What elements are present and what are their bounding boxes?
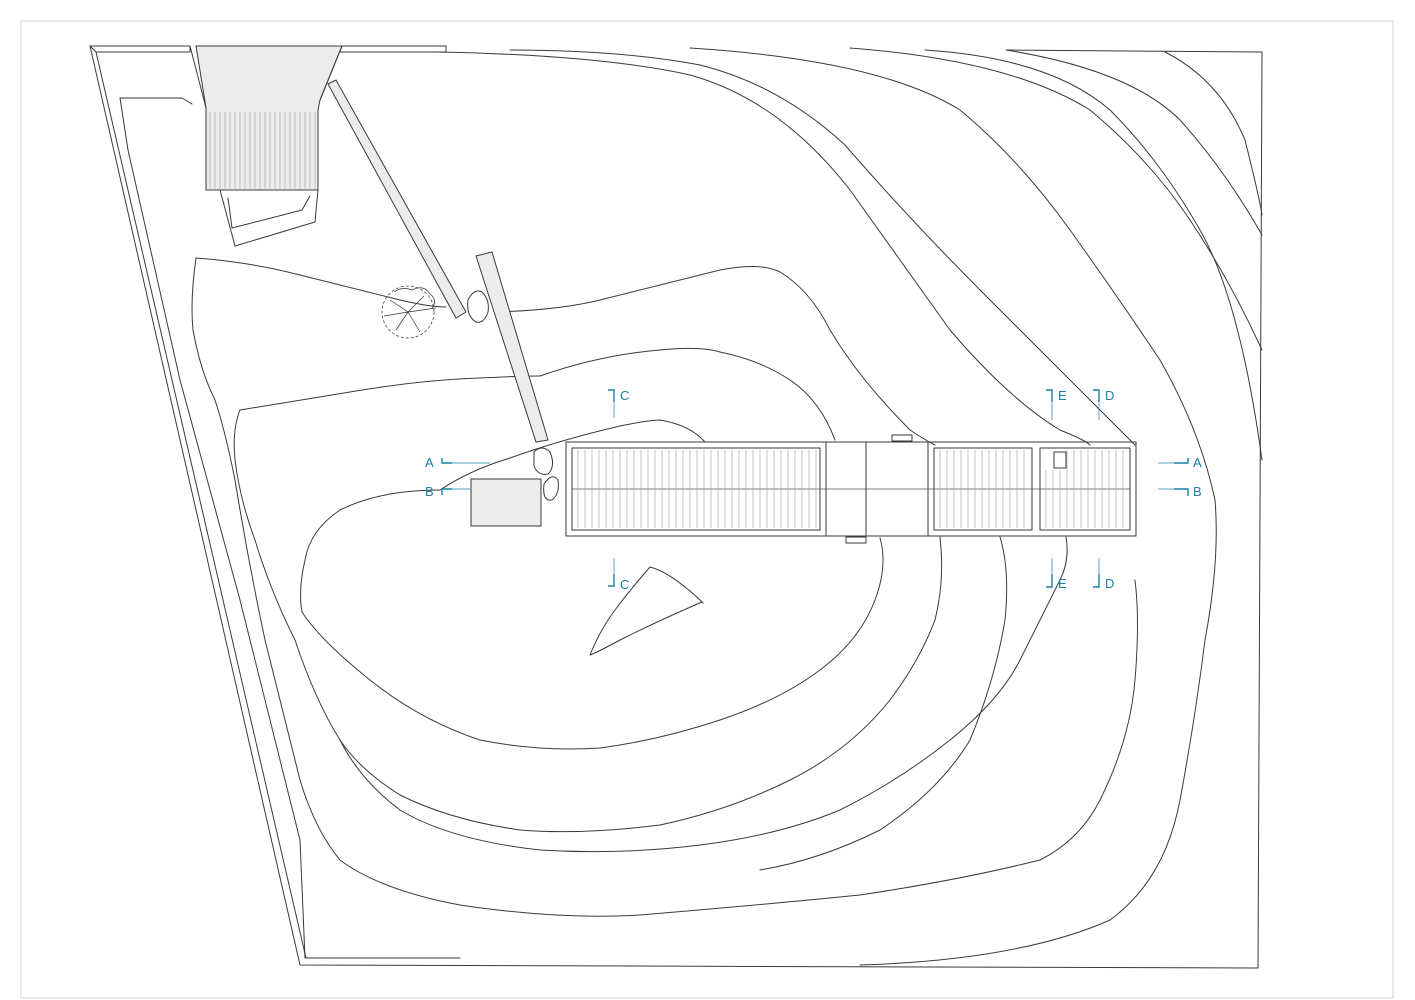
patio-block — [470, 478, 542, 527]
section-label-b-right: B — [1193, 484, 1202, 499]
section-label-e-top: E — [1058, 388, 1067, 403]
section-label-a-right: A — [1193, 455, 1202, 470]
retaining-walls — [327, 79, 549, 443]
section-marker-a-right: A — [1158, 455, 1202, 470]
stepping-stones — [467, 290, 559, 501]
section-marker-c-bottom: C — [608, 558, 629, 592]
house-roof-slats-east — [939, 450, 1124, 528]
house-roof-slats-west — [577, 450, 817, 528]
house-plan — [565, 434, 1137, 544]
contour-lines — [119, 47, 1263, 966]
sheet-border — [20, 20, 1394, 999]
section-label-c-top: C — [620, 388, 629, 403]
section-marker-a-left: A — [425, 455, 490, 470]
section-marker-b-left: B — [425, 484, 470, 499]
section-label-d-top: D — [1105, 388, 1114, 403]
section-marker-e-bottom: E — [1046, 558, 1067, 591]
platform-deck-slats — [209, 112, 316, 190]
section-label-c-bottom: C — [620, 577, 629, 592]
section-marker-d-top: D — [1093, 388, 1114, 420]
section-label-d-bottom: D — [1105, 576, 1114, 591]
section-marker-c-top: C — [608, 388, 629, 418]
tree-symbol — [381, 285, 437, 339]
section-label-e-bottom: E — [1058, 576, 1067, 591]
entrance-platform — [189, 45, 343, 247]
section-label-b-left: B — [425, 484, 434, 499]
section-label-a-left: A — [425, 455, 434, 470]
section-marker-b-right: B — [1158, 484, 1202, 499]
section-marker-e-top: E — [1046, 388, 1067, 420]
section-marker-d-bottom: D — [1093, 558, 1114, 591]
